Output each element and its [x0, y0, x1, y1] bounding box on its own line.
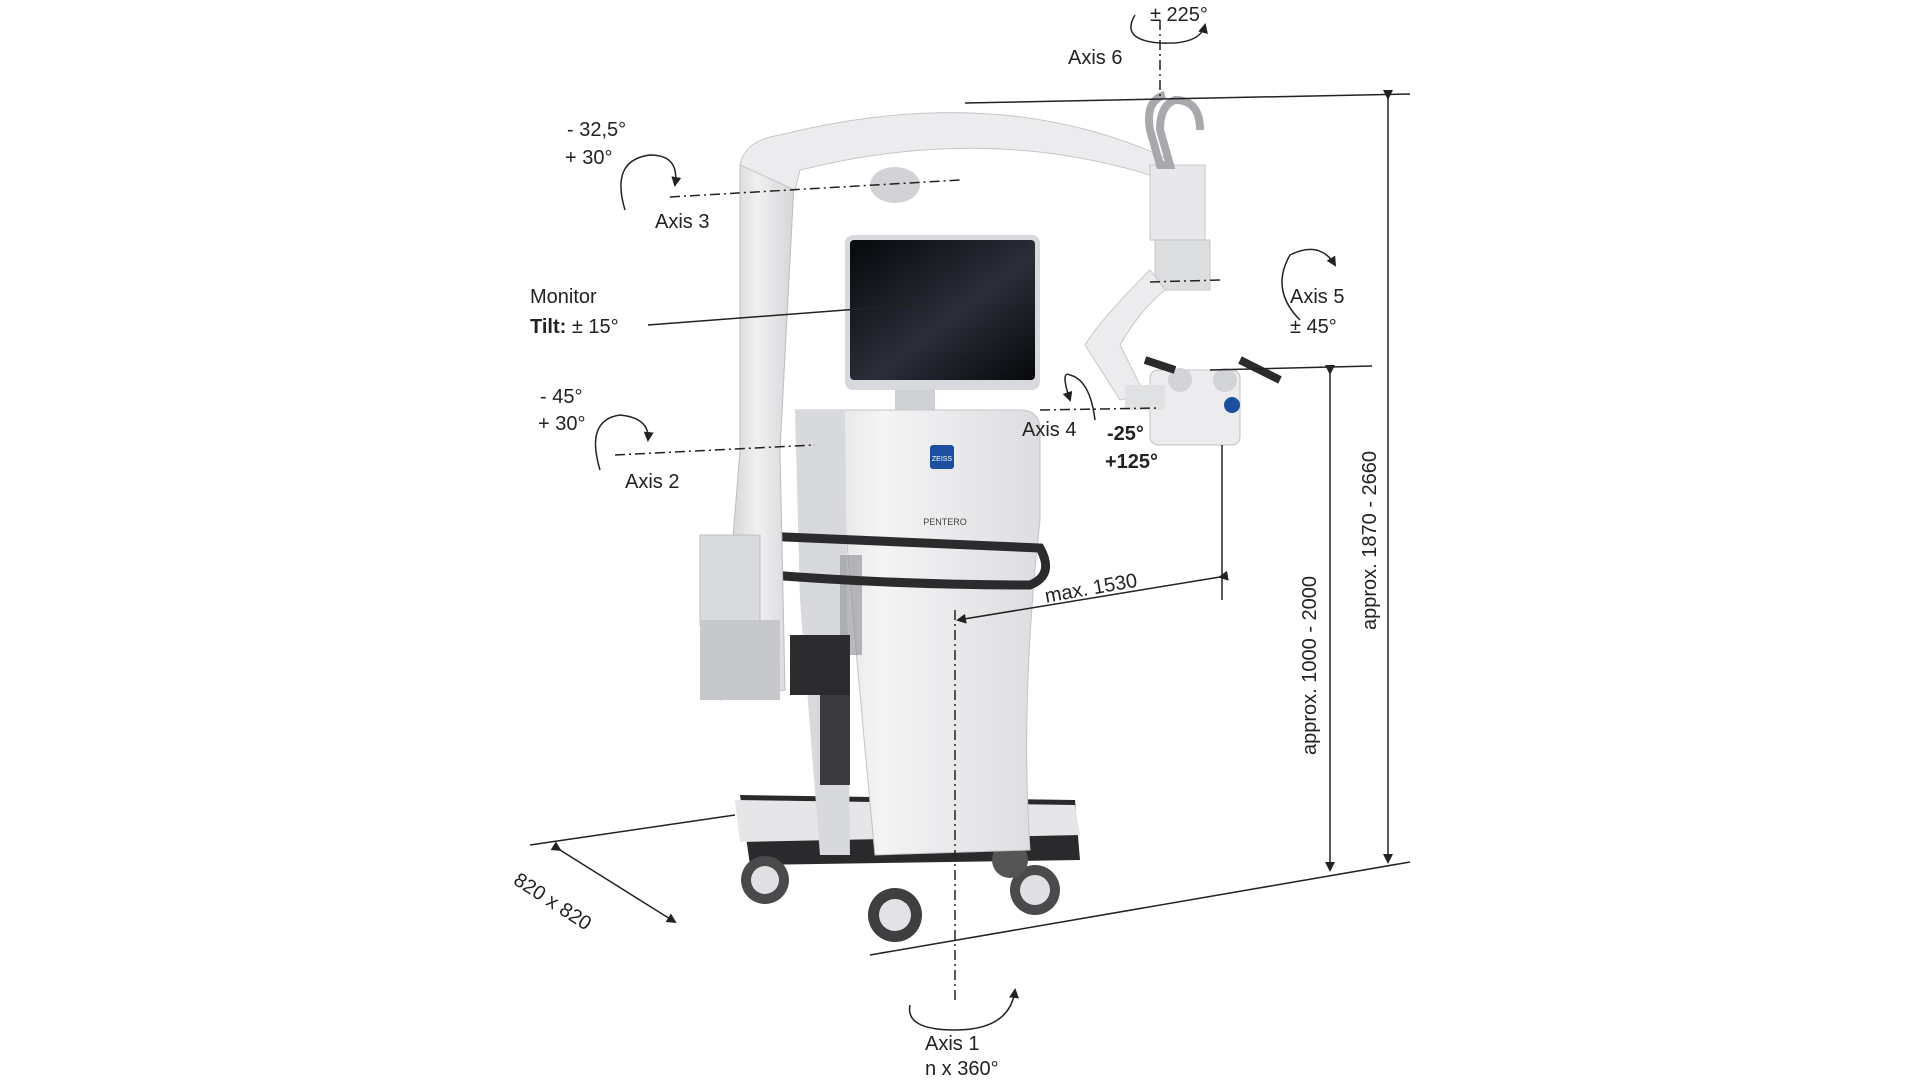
axis5-label: Axis 5 — [1290, 286, 1345, 308]
monitor-tilt-value: ± 15° — [566, 316, 619, 338]
axis6-range-label: ± 225° — [1150, 4, 1208, 26]
axis2-centerline — [614, 444, 816, 456]
axis2-range-minus: - 45° — [540, 386, 583, 408]
axis1-label: Axis 1 — [925, 1033, 980, 1055]
axis1-rotation-arrow — [908, 988, 1019, 1031]
monitor-illustration — [845, 235, 1040, 410]
axis3-label: Axis 3 — [655, 211, 710, 233]
axis2-range-plus: + 30° — [538, 413, 586, 435]
annotation-lines — [529, 14, 1411, 1031]
axis4-rotation-arrow — [1062, 373, 1096, 421]
monitor-tilt-prefix: Tilt: — [530, 316, 567, 338]
axis5-range-label: ± 45° — [1290, 316, 1337, 338]
monitor-tilt-label: Tilt: ± 15° — [530, 315, 619, 339]
footprint-extension-line — [529, 814, 736, 846]
zeiss-logo-icon — [930, 445, 954, 469]
monitor-leader-line — [647, 300, 914, 326]
axis1-range-label: n x 360° — [925, 1058, 999, 1080]
logo-text: ZEISS — [932, 456, 953, 463]
floor-extension-line — [869, 861, 1411, 956]
axis3-rotation-arrow — [620, 154, 682, 211]
axis3-centerline — [669, 179, 961, 198]
caster-wheels — [741, 842, 1060, 942]
axis6-label: Axis 6 — [1068, 47, 1123, 69]
axis6-rotation-arrow — [1130, 14, 1208, 44]
axis2-label: Axis 2 — [625, 471, 680, 493]
axis3-range-minus: - 32,5° — [567, 119, 627, 141]
axis4-centerline — [1039, 407, 1161, 411]
total-height-label: approx. 1870 - 2660 — [1359, 450, 1381, 630]
microscope-head-illustration — [1125, 356, 1282, 446]
axis2-rotation-arrow — [594, 414, 654, 471]
axis4-range-plus: +125° — [1105, 451, 1159, 473]
footprint-dimension-line — [550, 841, 677, 924]
reach-dimension-line — [956, 570, 1229, 624]
top-extension-line — [964, 93, 1411, 104]
axis5-centerline — [1149, 279, 1221, 283]
model-name: PENTERO — [923, 517, 967, 527]
axis4-label: Axis 4 — [1022, 419, 1077, 441]
axis4-range-minus: -25° — [1107, 423, 1144, 445]
axis5-rotation-arrow — [1281, 248, 1337, 321]
optics-height-label: approx. 1000 - 2000 — [1299, 575, 1321, 755]
optics-extension-line — [1209, 365, 1373, 371]
monitor-label: Monitor — [530, 286, 597, 308]
axis3-range-plus: + 30° — [565, 147, 613, 169]
microscope-stand-illustration: ZEISS PENTERO — [699, 91, 1282, 942]
